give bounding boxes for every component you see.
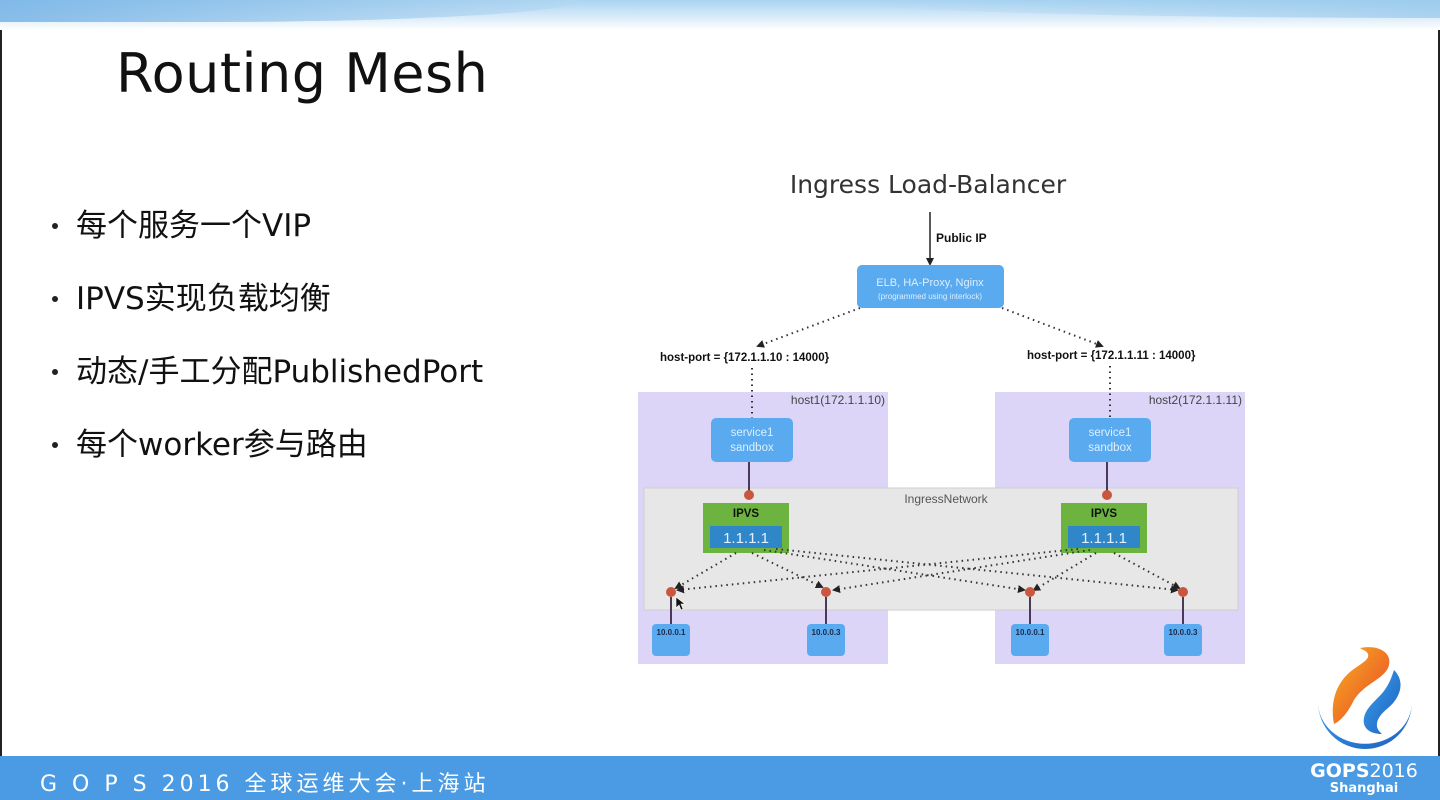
bullet-item: 每个worker参与路由: [52, 419, 368, 464]
endpoint-node: [666, 587, 676, 597]
bullet-text: IPVS实现负载均衡: [76, 281, 331, 317]
host1-ipvs-label: IPVS: [733, 508, 760, 520]
endpoint-node: [1178, 587, 1188, 597]
footer-event-name: G O P S 2016 全球运维大会·上海站: [40, 772, 490, 797]
slide-left-border: [0, 30, 2, 756]
host1-container-1-label: 10.0.0.1: [657, 628, 686, 637]
host2-vip-box: [1068, 526, 1140, 548]
load-balancer-box: [857, 265, 1004, 308]
host2-sandbox-line1: service1: [1089, 427, 1132, 439]
slide-right-border: [1438, 30, 1440, 756]
host1-sandbox-box: [711, 418, 793, 462]
banner-swoosh: [0, 0, 580, 22]
lb-to-host1-link: [756, 307, 861, 348]
bullet-dot-icon: [52, 441, 58, 448]
host1-container-1: [652, 624, 690, 656]
route-ipvs1-ep2: [751, 552, 824, 588]
host1-port-label: host-port = {172.1.1.10 : 14000}: [660, 352, 830, 364]
host2-container-1-label: 10.0.0.1: [1016, 628, 1045, 637]
bullet-dot-icon: [52, 295, 58, 302]
gops-logo-icon: [1318, 647, 1412, 749]
route-ipvs1-ep4: [775, 548, 1179, 594]
route-ipvs2-ep2: [832, 549, 1091, 594]
diagram-title: Ingress Load-Balancer: [790, 170, 1067, 199]
lb-to-host2-link: [1001, 307, 1104, 348]
bullet-text: 每个worker参与路由: [76, 427, 368, 463]
footer-brand: GOPS2016 Shanghai: [1304, 760, 1424, 796]
ingress-network-label: IngressNetwork: [904, 492, 988, 506]
bullet-dot-icon: [52, 368, 58, 375]
host1-vip-label: 1.1.1.1: [723, 530, 769, 547]
host2-container-2-label: 10.0.0.3: [1169, 628, 1198, 637]
route-ipvs1-ep1: [674, 552, 737, 590]
load-balancer-line2: (programmed using interlock): [878, 292, 982, 301]
endpoint-node: [1025, 587, 1035, 597]
host2-label: host2(172.1.1.11): [1149, 393, 1242, 407]
host1-container-2: [807, 624, 845, 656]
route-ipvs2-ep3: [1032, 552, 1097, 592]
host1-vip-box: [710, 526, 782, 548]
bullet-dot-icon: [52, 222, 58, 229]
brand-city: Shanghai: [1329, 781, 1399, 796]
load-balancer-line1: ELB, HA-Proxy, Nginx: [876, 277, 984, 289]
host2-vip-label: 1.1.1.1: [1081, 530, 1127, 547]
bullet-text: 每个服务一个VIP: [76, 208, 312, 244]
routing-mesh-diagram: Ingress Load-Balancer Public IP ELB, HA-…: [630, 160, 1260, 680]
route-ipvs2-ep4: [1113, 552, 1181, 589]
host2-sandbox-node: [1102, 490, 1112, 500]
bullet-item: IPVS实现负载均衡: [52, 273, 331, 318]
mouse-cursor-icon: [675, 596, 686, 611]
diagram-canvas: Ingress Load-Balancer Public IP ELB, HA-…: [638, 170, 1245, 664]
host2-sandbox-box: [1069, 418, 1151, 462]
host2-ipvs-label: IPVS: [1091, 508, 1118, 520]
host2-sandbox-line2: sandbox: [1088, 442, 1132, 454]
host1-label: host1(172.1.1.10): [791, 393, 885, 407]
top-banner: [0, 0, 1440, 30]
host2-container-1: [1011, 624, 1049, 656]
host1-sandbox-node: [744, 490, 754, 500]
endpoint-node: [821, 587, 831, 597]
host2-container-2: [1164, 624, 1202, 656]
public-ip-label: Public IP: [936, 231, 987, 245]
banner-swoosh-right: [840, 0, 1440, 18]
brand-year: 2016: [1369, 760, 1418, 782]
host1-container-2-label: 10.0.0.3: [812, 628, 841, 637]
bullet-text: 动态/手工分配PublishedPort: [76, 354, 484, 390]
route-ipvs2-ep1: [676, 548, 1079, 594]
bullet-item: 动态/手工分配PublishedPort: [52, 346, 483, 391]
host1-sandbox-line2: sandbox: [730, 442, 774, 454]
bullet-item: 每个服务一个VIP: [52, 200, 311, 245]
host1-sandbox-line1: service1: [731, 427, 774, 439]
slide-title: Routing Mesh: [116, 42, 489, 105]
brand-name: GOPS: [1310, 760, 1370, 782]
host2-port-label: host-port = {172.1.1.11 : 14000}: [1027, 350, 1196, 362]
footer-bar: G O P S 2016 全球运维大会·上海站 GOPS2016 Shangha…: [0, 756, 1440, 800]
